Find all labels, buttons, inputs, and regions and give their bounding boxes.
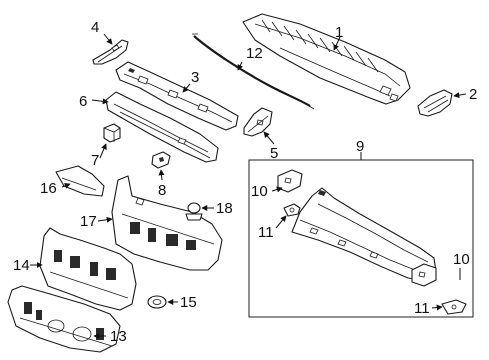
callout-7: 7	[91, 152, 99, 169]
upper-mount-bracket	[277, 169, 303, 193]
leader-5	[263, 131, 275, 145]
leader-4	[103, 33, 113, 45]
leader-2	[453, 92, 467, 99]
callout-17: 17	[80, 213, 97, 230]
leader-6	[91, 98, 109, 105]
grommet	[147, 295, 167, 309]
leader-12	[237, 61, 244, 71]
callout-3: 3	[191, 69, 199, 86]
cowl-weatherstrip	[192, 33, 315, 110]
upper-cowl-reinforcement	[115, 61, 239, 131]
callout-4: 4	[91, 19, 99, 36]
callout-18: 18	[216, 200, 233, 217]
callout-16: 16	[40, 180, 57, 197]
callout-9: 9	[356, 138, 364, 155]
leader-16	[61, 183, 71, 189]
lower-washer-plate	[441, 299, 467, 315]
callout-1: 1	[335, 24, 343, 41]
callout-11-lower: 11	[414, 300, 430, 317]
callout-5: 5	[270, 145, 278, 162]
dash-panel-assembly	[291, 187, 437, 281]
lower-mount-bracket	[411, 263, 437, 287]
callout-10-lower: 10	[453, 251, 470, 268]
cowl-grille-panel	[242, 13, 411, 105]
callout-15: 15	[180, 294, 197, 311]
cowl-end-bracket	[417, 89, 453, 117]
leader-1	[333, 36, 341, 51]
plug	[103, 123, 121, 143]
callout-10-upper: 10	[251, 183, 268, 200]
upper-small-bracket	[92, 39, 129, 65]
callout-14: 14	[13, 257, 30, 274]
callout-8: 8	[158, 182, 166, 199]
push-pin	[185, 202, 203, 221]
center-small-bracket	[243, 107, 273, 137]
callout-12: 12	[246, 45, 263, 62]
leader-11b	[431, 304, 443, 311]
upper-washer-plate	[283, 203, 301, 217]
retainer-clip	[151, 151, 171, 169]
leader-8	[158, 169, 165, 181]
leader-10a	[271, 186, 283, 193]
leader-3	[182, 83, 191, 93]
lower-dash-insulator	[7, 285, 121, 353]
callout-13: 13	[110, 328, 127, 345]
dash-panel-insulator	[111, 175, 223, 271]
callout-6: 6	[79, 93, 87, 110]
leader-7	[99, 143, 107, 159]
callout-11-upper: 11	[258, 224, 274, 241]
outer-dash-insulator	[39, 227, 137, 311]
leader-17	[97, 216, 113, 223]
side-insulator-pad	[55, 165, 105, 197]
leader-11a	[275, 215, 287, 229]
lower-cowl-panel	[105, 91, 219, 163]
callout-2: 2	[469, 86, 477, 103]
